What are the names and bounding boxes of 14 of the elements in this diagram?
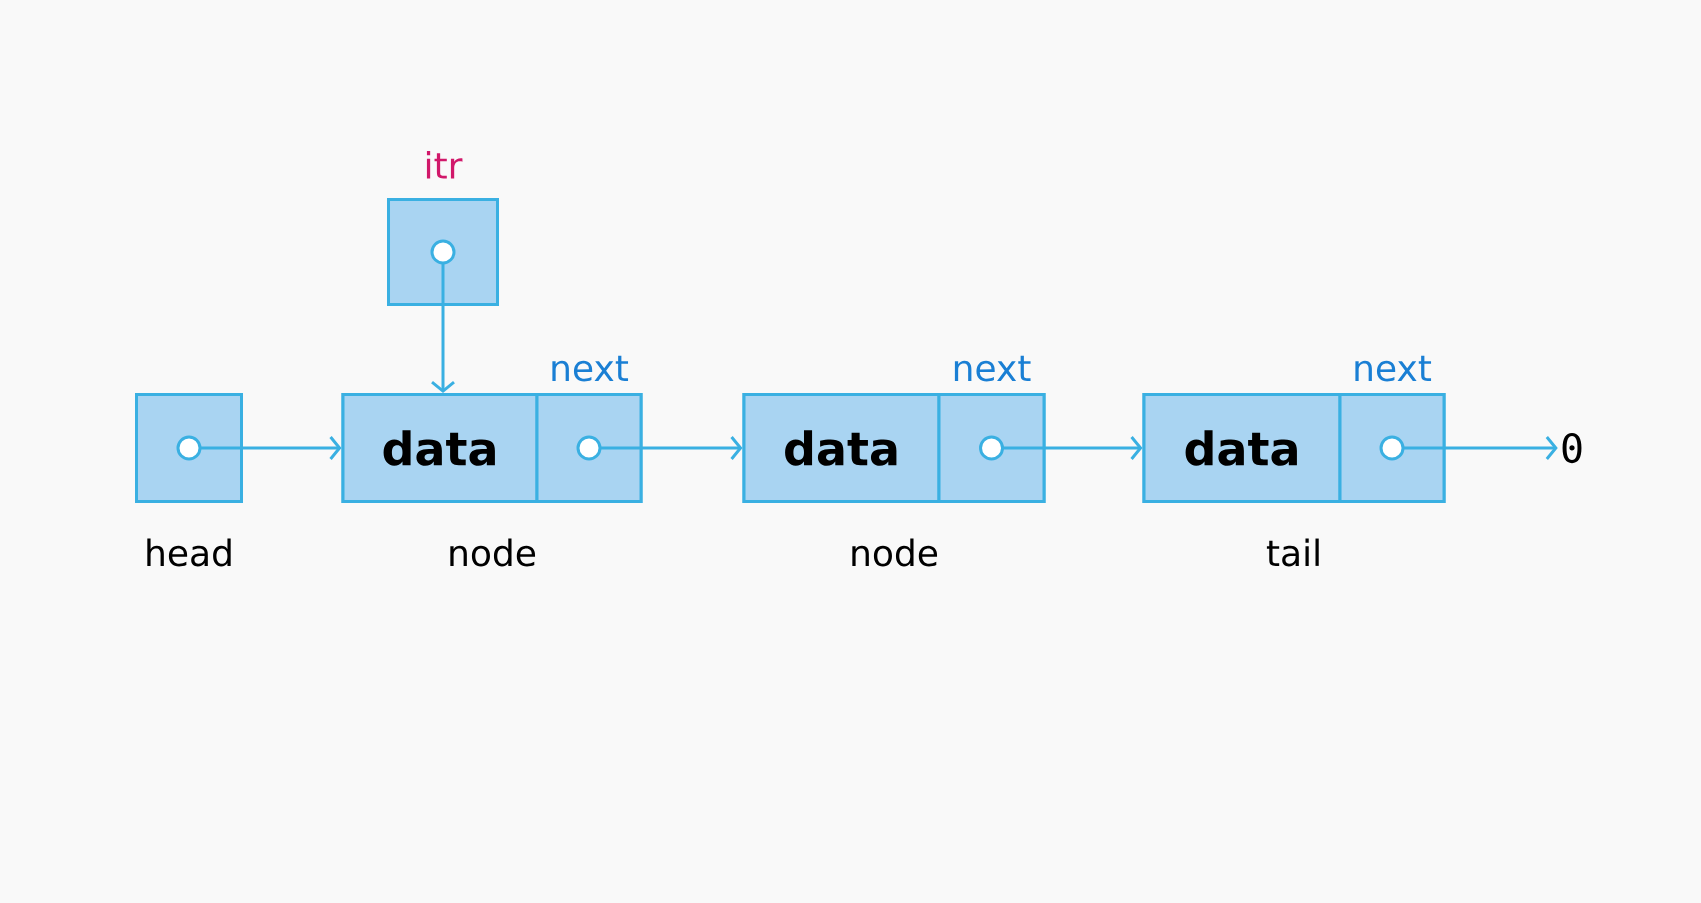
arrow: [200, 436, 342, 460]
pointer-box: itr: [387, 151, 499, 306]
arrow: [1403, 436, 1558, 460]
arrow: [1002, 436, 1143, 460]
arrow: [431, 263, 455, 393]
pointer-box: head: [135, 393, 243, 567]
node-label: node: [852, 538, 938, 567]
data-cell: data: [1142, 393, 1342, 503]
arrow: [600, 436, 743, 460]
data-cell: data: [341, 393, 539, 503]
node-label: tail: [1266, 538, 1319, 567]
null-symbol: 0: [1562, 432, 1582, 464]
node-label: node: [450, 538, 536, 567]
data-cell: data: [742, 393, 941, 503]
